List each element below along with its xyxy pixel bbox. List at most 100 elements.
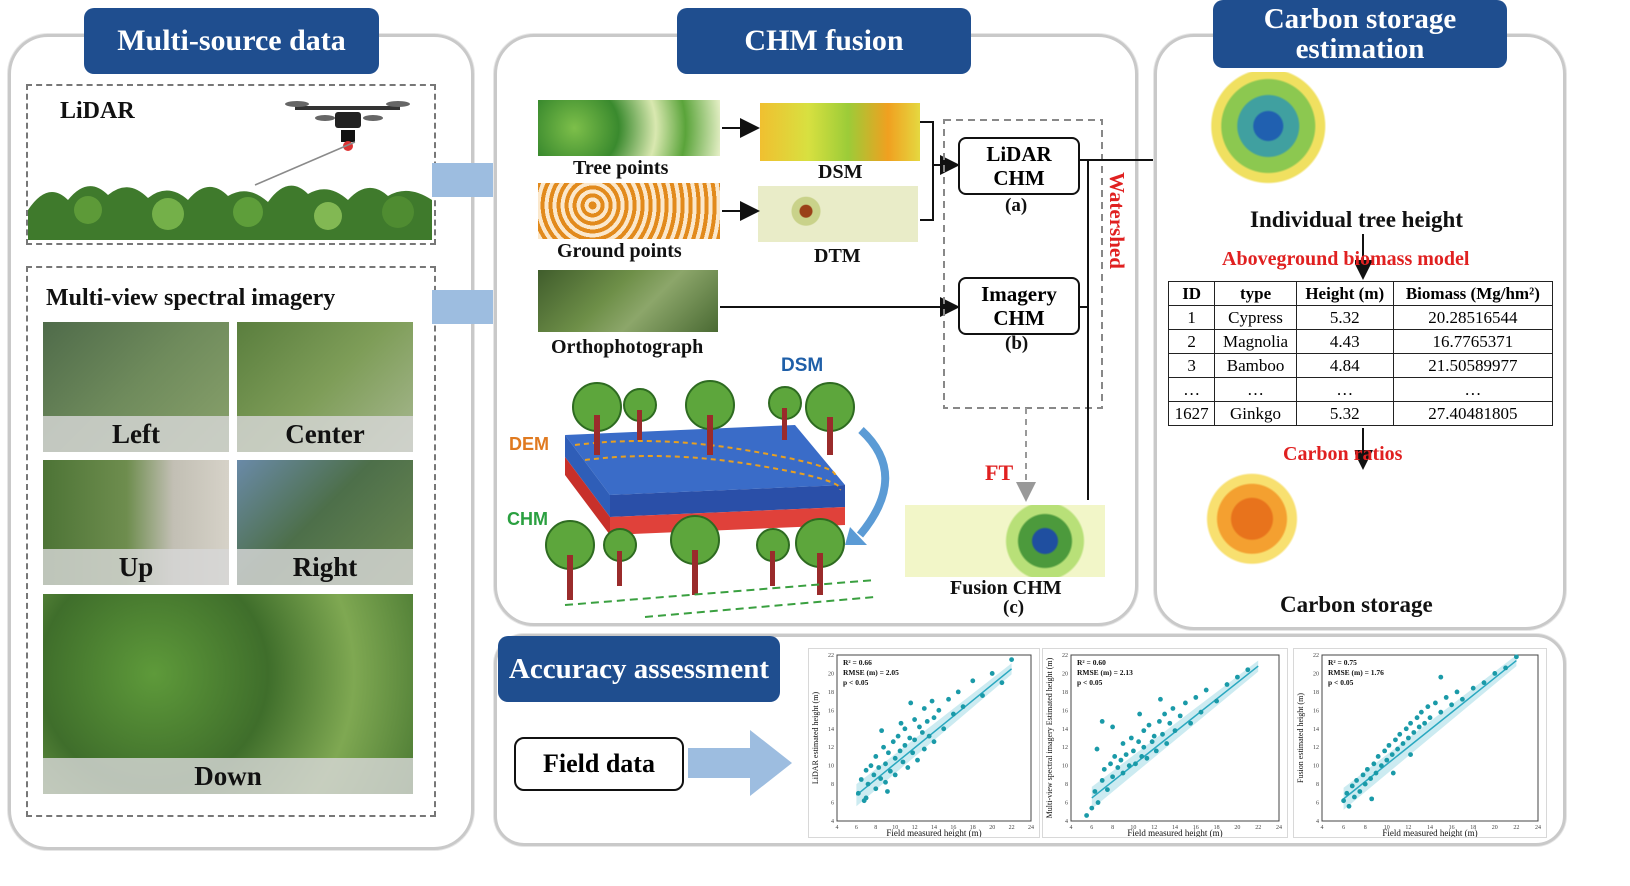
x-tick-label: 16: [1193, 825, 1199, 831]
x-tick-label: 16: [1449, 825, 1455, 831]
fusion-chm-image: [905, 505, 1105, 577]
data-point: [1406, 735, 1411, 741]
y-tick-label: 10: [828, 764, 834, 770]
dsm-label: DSM: [818, 161, 863, 183]
data-point: [1344, 790, 1350, 796]
view-right-label: Right: [237, 549, 413, 585]
data-point: [1390, 770, 1396, 776]
data-point: [1411, 730, 1417, 735]
data-point: [1128, 735, 1134, 741]
label-a: (a): [1005, 195, 1028, 216]
data-point: [1389, 752, 1395, 757]
x-tick-label: 6: [1342, 825, 1345, 831]
y-tick-label: 16: [828, 708, 834, 714]
x-tick-label: 18: [970, 825, 976, 831]
data-point: [1357, 789, 1363, 794]
data-point: [1149, 739, 1155, 745]
data-point: [1373, 770, 1379, 776]
stats-label: RMSE (m) = 1.76: [1328, 668, 1384, 677]
tree-icons-bottom: [545, 515, 845, 600]
diagram-chm-label: CHM: [507, 509, 548, 529]
data-point: [1131, 748, 1136, 754]
y-tick-label: 6: [1316, 801, 1319, 807]
tree-points-image: [538, 100, 720, 156]
arrow-field-to-charts: [688, 730, 792, 796]
stats-label: p < 0.05: [1328, 678, 1354, 687]
x-tick-label: 12: [1151, 825, 1157, 831]
data-point: [912, 737, 917, 743]
data-point: [912, 717, 917, 722]
stats-label: p < 0.05: [1077, 678, 1103, 687]
dtm-image: [758, 186, 918, 242]
stats-label: RMSE (m) = 2.13: [1077, 668, 1133, 677]
data-point: [1123, 752, 1129, 757]
table-cell: 5.32: [1295, 305, 1394, 330]
data-point: [1160, 731, 1165, 737]
x-tick-label: 8: [1364, 825, 1367, 831]
y-tick-label: 6: [1065, 801, 1068, 807]
table-header: type: [1214, 281, 1297, 306]
data-point: [1214, 698, 1219, 704]
y-tick-label: 16: [1313, 708, 1319, 714]
data-point: [863, 767, 869, 773]
table-cell: 4.43: [1295, 329, 1394, 354]
data-point: [1400, 741, 1406, 746]
data-point: [960, 704, 966, 710]
data-point: [1203, 687, 1209, 693]
data-point: [1183, 700, 1188, 706]
table-cell: 1627: [1167, 401, 1216, 426]
data-point: [892, 772, 898, 778]
y-tick-label: 12: [1313, 745, 1319, 751]
y-tick-label: 16: [1062, 708, 1068, 714]
data-point: [883, 761, 888, 767]
plot-frame: [836, 654, 1032, 822]
data-point: [1110, 724, 1115, 730]
dtm-label: DTM: [814, 245, 861, 267]
data-point: [883, 779, 888, 785]
data-point: [989, 671, 995, 676]
lidar-forest-image: [28, 170, 432, 240]
data-point: [1454, 689, 1460, 695]
x-tick-label: 14: [1427, 825, 1433, 831]
data-point: [1146, 722, 1152, 728]
orthophoto-label: Orthophotograph: [551, 336, 704, 358]
data-point: [1379, 763, 1384, 769]
chm-illustration: DSM DEM CHM: [507, 355, 890, 618]
table-cell: …: [1167, 377, 1216, 402]
data-point: [1414, 715, 1420, 721]
x-tick-label: 14: [931, 825, 937, 831]
data-point: [1099, 719, 1105, 724]
lidar-label: LiDAR: [60, 98, 135, 124]
x-tick-label: 22: [1255, 825, 1261, 831]
data-point: [915, 757, 920, 763]
data-point: [1120, 741, 1126, 746]
data-point: [926, 733, 932, 739]
x-tick-label: 24: [1535, 825, 1541, 831]
data-point: [1408, 752, 1413, 757]
table-cell: 16.7765371: [1392, 329, 1554, 354]
imagery-box: [26, 266, 436, 817]
carbon-ratios-label: Carbon ratios: [1283, 443, 1403, 465]
data-point: [1360, 772, 1366, 778]
data-point: [924, 719, 930, 724]
data-point: [1235, 674, 1240, 680]
data-point: [1369, 796, 1375, 802]
data-point: [1084, 813, 1089, 818]
data-point: [879, 728, 885, 734]
data-point: [919, 730, 925, 735]
data-point: [895, 733, 901, 739]
data-point: [1144, 755, 1150, 761]
y-axis-label: LiDAR estimated height (m): [811, 692, 820, 785]
confidence-band: [1343, 655, 1517, 810]
data-point: [931, 715, 937, 721]
chm-fusion-title: CHM fusion: [677, 8, 971, 74]
data-point: [1416, 724, 1422, 730]
data-point: [980, 693, 985, 698]
y-tick-label: 12: [828, 745, 834, 751]
tree-height-label: Individual tree height: [1250, 207, 1463, 232]
data-point: [873, 754, 879, 759]
x-tick-label: 12: [1405, 825, 1411, 831]
